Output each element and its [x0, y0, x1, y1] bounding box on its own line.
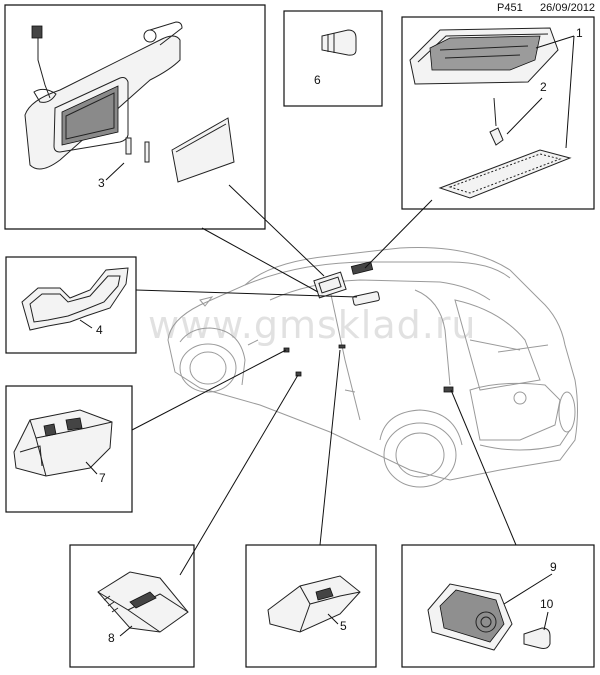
callout-6: 6 [314, 73, 321, 87]
connector-5-panel [245, 544, 377, 668]
callout-3: 3 [98, 176, 105, 190]
callout-10: 10 [540, 597, 554, 611]
callout-5: 5 [340, 619, 347, 633]
connector-8-panel [69, 544, 195, 668]
leader-lines [131, 184, 517, 576]
bulb-6-panel [283, 10, 383, 107]
frame-4-panel [5, 256, 137, 354]
callout-1: 1 [576, 26, 583, 40]
dome-lamp-panel [401, 16, 595, 210]
lamp-9-panel [401, 544, 595, 668]
visor-panel [4, 4, 266, 230]
callout-7: 7 [99, 471, 106, 485]
car-outline [167, 247, 578, 488]
callout-8: 8 [108, 631, 115, 645]
diagram-date: 26/09/2012 [540, 2, 596, 14]
callout-2: 2 [540, 80, 547, 94]
callout-9: 9 [550, 560, 557, 574]
watermark-text: www.gmsklad.ru [148, 303, 477, 347]
lamp-7-panel [5, 385, 133, 513]
callout-4: 4 [96, 323, 103, 337]
page-code: P451 [497, 2, 523, 14]
